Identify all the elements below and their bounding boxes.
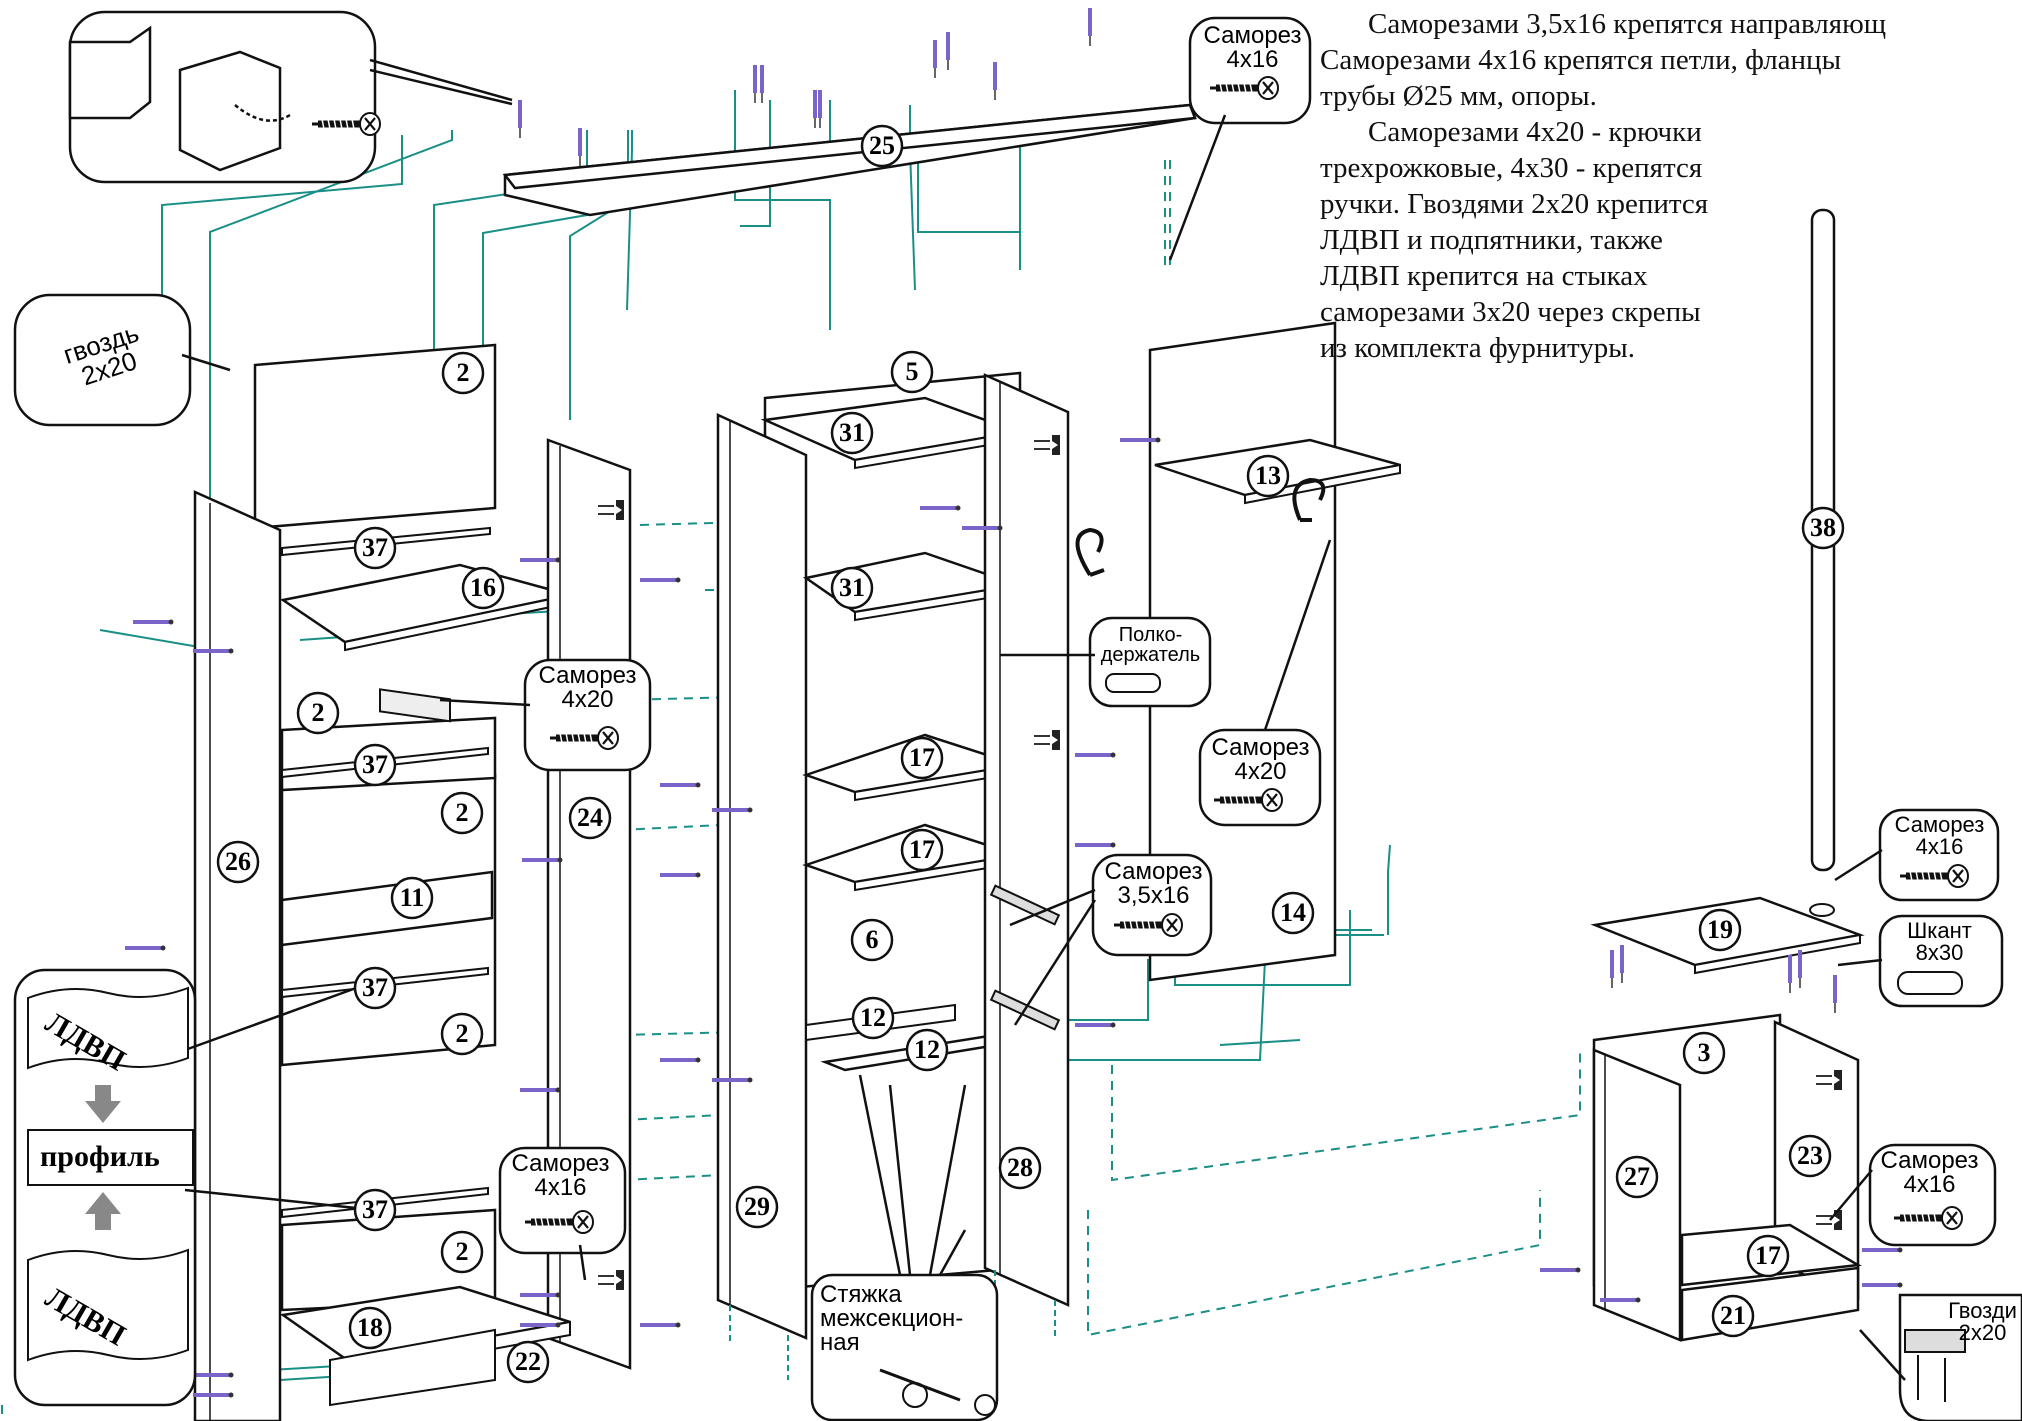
part-number-p3: 3 bbox=[1697, 1038, 1711, 1067]
callout-line: Саморез bbox=[1894, 812, 1985, 837]
small-hardware-icons bbox=[879, 673, 1966, 1416]
panel-25-top bbox=[502, 103, 1197, 217]
part-number-p17a: 17 bbox=[909, 743, 935, 772]
callout-line: 8х30 bbox=[1915, 940, 1964, 965]
part-number-p37b: 37 bbox=[362, 750, 388, 779]
inset-parts bbox=[68, 25, 291, 172]
part-number-p2d: 2 bbox=[455, 1019, 469, 1048]
callout-line: Гвозди bbox=[1948, 1298, 2017, 1323]
callout-line: 4х20 bbox=[1234, 758, 1287, 785]
callout-line: 4х16 bbox=[1915, 834, 1964, 859]
callout-line: 2х20 bbox=[1958, 1320, 2007, 1345]
note-line-2: Саморезами 4х16 крепятся петли, фланцы bbox=[1320, 44, 1842, 76]
callout-line: 4х16 bbox=[1903, 1171, 1956, 1198]
assembly-notes: Саморезами 3,5х16 крепятся направляющ Са… bbox=[1320, 6, 2020, 114]
callout-line: Саморез bbox=[1880, 1147, 1979, 1174]
part-number-p38: 38 bbox=[1810, 513, 1836, 542]
part-number-p12b: 12 bbox=[914, 1035, 940, 1064]
part-number-p2c: 2 bbox=[455, 798, 469, 827]
part-number-p22: 22 bbox=[515, 1347, 541, 1376]
part-number-p23: 23 bbox=[1797, 1141, 1823, 1170]
part-number-p2a: 2 bbox=[456, 358, 470, 387]
part-number-p2e: 2 bbox=[455, 1237, 469, 1266]
callout-line: 4х16 bbox=[534, 1174, 587, 1201]
callout-screw-4x16-top bbox=[1188, 16, 1312, 125]
callout-line: Саморез bbox=[538, 662, 637, 689]
note-line-8: ЛДВП крепится на стыках bbox=[1320, 260, 1648, 292]
part-number-p37a: 37 bbox=[362, 533, 388, 562]
middle-unit bbox=[658, 371, 1118, 1380]
callout-line: 4х16 bbox=[1226, 46, 1279, 73]
part-number-p21: 21 bbox=[1720, 1301, 1746, 1330]
part-number-p31b: 31 bbox=[839, 573, 865, 602]
part-number-p27: 27 bbox=[1624, 1162, 1650, 1191]
callout-line: держатель bbox=[1100, 644, 1201, 666]
callout-screw-4x20-left bbox=[523, 658, 652, 772]
part-number-p14: 14 bbox=[1280, 898, 1306, 927]
part-number-p25: 25 bbox=[869, 131, 895, 160]
part-number-p16: 16 bbox=[470, 573, 496, 602]
note-line-4: Саморезами 4х20 - крючки bbox=[1368, 116, 1702, 148]
assembly-notes-2: Саморезами 4х20 - крючки трехрожковые, 4… bbox=[1320, 114, 1790, 366]
callout-line: Саморез bbox=[1203, 22, 1302, 49]
callout-text-shelf-holder: Полко-держатель bbox=[1093, 625, 1208, 665]
part-number-p2b: 2 bbox=[311, 698, 325, 727]
part-number-p11: 11 bbox=[399, 883, 425, 912]
part-number-p5: 5 bbox=[905, 357, 919, 386]
part-number-circles bbox=[216, 124, 1845, 1384]
part-number-p31a: 31 bbox=[839, 418, 865, 447]
callout-line: Саморез bbox=[511, 1150, 610, 1177]
callout-nail-2x20 bbox=[13, 293, 192, 427]
callout-line: 3,5х16 bbox=[1117, 882, 1190, 909]
part-number-p37d: 37 bbox=[362, 1195, 388, 1224]
note-line-10: из комплекта фурнитуры. bbox=[1320, 332, 1635, 364]
callout-line: Полко- bbox=[1118, 624, 1183, 646]
callout-line: межсекцион- bbox=[820, 1305, 964, 1332]
callout-coupler bbox=[810, 1273, 999, 1421]
callout-line: Саморез bbox=[1104, 858, 1203, 885]
part-number-p17b: 17 bbox=[909, 835, 935, 864]
part-number-p28: 28 bbox=[1007, 1153, 1033, 1182]
callout-line: ная bbox=[820, 1329, 860, 1356]
part-number-p26: 26 bbox=[225, 847, 251, 876]
part-number-p12a: 12 bbox=[860, 1003, 886, 1032]
ldvp-profile-sheets bbox=[27, 986, 194, 1362]
note-line-3: трубы Ø25 мм, опоры. bbox=[1320, 80, 1597, 112]
note-line-5: трехрожковые, 4х30 - крепятся bbox=[1320, 152, 1703, 184]
callout-line: Саморез bbox=[1211, 734, 1310, 761]
callout-screw-4x16-left bbox=[498, 1146, 627, 1255]
part-number-p24: 24 bbox=[577, 803, 603, 832]
part-number-p37c: 37 bbox=[362, 973, 388, 1002]
callout-line: 4х20 bbox=[561, 686, 614, 713]
callout-line: Стяжка bbox=[820, 1281, 902, 1308]
part-number-p18: 18 bbox=[357, 1313, 383, 1342]
left-unit bbox=[123, 343, 683, 1421]
note-line-7: ЛДВП и подпятники, также bbox=[1320, 224, 1663, 256]
part-number-p13: 13 bbox=[1255, 461, 1281, 490]
part-number-p29: 29 bbox=[744, 1192, 770, 1221]
note-line-9: саморезами 3х20 через скрепы bbox=[1320, 296, 1701, 328]
part-number-p6: 6 bbox=[865, 925, 879, 954]
note-line-6: ручки. Гвоздями 2х20 крепится bbox=[1320, 188, 1709, 220]
part-number-p17c: 17 bbox=[1755, 1241, 1781, 1270]
ldvp-label-middle: профиль bbox=[40, 1140, 160, 1173]
small-cabinet bbox=[1538, 896, 1905, 1342]
callout-line: Шкант bbox=[1907, 918, 1972, 943]
note-line-1: Саморезами 3,5х16 крепятся направляющ bbox=[1368, 8, 1887, 40]
part-number-p19: 19 bbox=[1707, 915, 1733, 944]
callout-nails-2x20 bbox=[1898, 1293, 2022, 1421]
